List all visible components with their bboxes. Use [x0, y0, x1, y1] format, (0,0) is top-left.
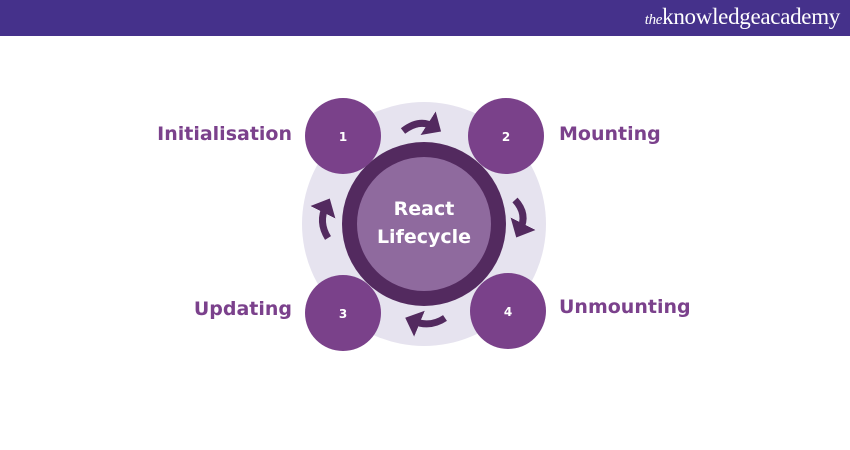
header-bar: theknowledgeacademy: [0, 0, 850, 36]
center-circle: [357, 157, 491, 291]
stage-1-circle: [305, 98, 381, 174]
stage-3-label: Updating: [193, 298, 292, 320]
stage-2-circle: [468, 98, 544, 174]
stage-1-label: Initialisation: [157, 123, 292, 145]
stage-2-number: 2: [502, 130, 510, 144]
arrow-1-to-2: [400, 111, 442, 135]
center-title-line1: React: [394, 198, 455, 220]
stage-3-number: 3: [339, 307, 347, 321]
brand-logo: theknowledgeacademy: [644, 4, 841, 29]
stage-4-number: 4: [504, 305, 512, 319]
center-title-line2: Lifecycle: [377, 226, 471, 248]
arrow-4-to-3: [405, 310, 447, 337]
arrow-3-to-1: [310, 198, 336, 240]
stage-3-circle: [305, 275, 381, 351]
stage-1-number: 1: [339, 130, 347, 144]
stage-4-circle: [470, 273, 546, 349]
arrow-2-to-4: [510, 197, 536, 238]
stage-4-label: Unmounting: [559, 296, 691, 318]
stage-2-label: Mounting: [559, 123, 661, 145]
